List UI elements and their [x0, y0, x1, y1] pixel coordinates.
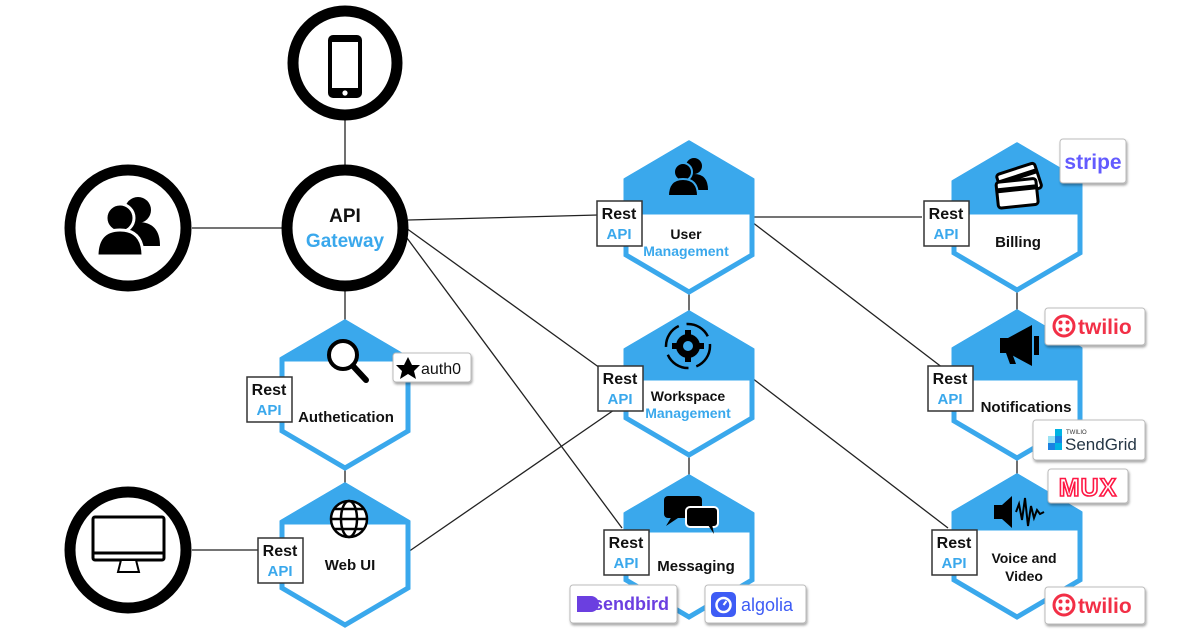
messaging-label: Messaging: [657, 558, 735, 575]
voice-video-label-1: Voice and: [991, 550, 1056, 566]
svg-text:API: API: [937, 391, 962, 408]
svg-text:SendGrid: SendGrid: [1065, 435, 1137, 454]
svg-text:twilio: twilio: [1078, 316, 1132, 339]
api-gateway-node: API Gateway: [281, 164, 409, 292]
chat-bubbles-icon: [664, 496, 719, 534]
sendgrid-mark-icon: [1048, 429, 1062, 450]
web-ui-label: Web UI: [325, 557, 376, 574]
mobile-phone-icon: [328, 35, 362, 98]
twilio-mark-icon: [1052, 593, 1076, 617]
line-gateway-workspace: [405, 227, 601, 369]
rest-api-badge-authentication: Rest API: [246, 376, 293, 423]
line-webui-workspace: [407, 409, 615, 553]
svg-text:Rest: Rest: [252, 382, 287, 399]
twilio-logo-voice: twilio: [1044, 586, 1146, 625]
megaphone-icon: [1000, 325, 1039, 366]
sendgrid-logo: TWILIO SendGrid: [1032, 419, 1146, 461]
billing-label: Billing: [995, 234, 1041, 251]
desktop-monitor-icon: [91, 515, 166, 573]
line-workspace-voice: [751, 377, 949, 529]
rest-api-badge-web-ui: Rest API: [257, 537, 304, 584]
svg-text:API: API: [613, 555, 638, 572]
workspace-management-label-1: Workspace: [651, 388, 726, 404]
svg-text:twilio: twilio: [1078, 595, 1132, 618]
voice-video-service: Voice and Video: [951, 473, 1083, 620]
workspace-management-label-2: Management: [645, 405, 731, 421]
globe-icon: [329, 499, 369, 539]
web-ui-service: Web UI: [279, 482, 411, 628]
algolia-logo: algolia: [704, 584, 807, 624]
svg-text:algolia: algolia: [741, 595, 794, 615]
workspace-management-service: Workspace Management: [623, 310, 755, 458]
sendbird-logo: sendbird: [569, 584, 678, 624]
svg-text:Rest: Rest: [609, 535, 644, 552]
svg-text:Rest: Rest: [263, 543, 298, 560]
svg-text:Rest: Rest: [937, 535, 972, 552]
users-icon: [95, 197, 160, 258]
rest-api-badge-voice-video: Rest API: [931, 529, 978, 576]
credit-cards-icon: [994, 161, 1043, 210]
authentication-service: Authetication: [279, 319, 411, 471]
rest-api-badge-billing: Rest API: [923, 200, 970, 247]
auth0-logo: auth0: [392, 352, 472, 383]
connector-lines: [192, 120, 1018, 553]
svg-text:Rest: Rest: [603, 371, 638, 388]
mux-logo: MUX: [1047, 468, 1129, 504]
twilio-mark-icon: [1052, 314, 1076, 338]
rest-api-badge-messaging: Rest API: [603, 529, 650, 576]
magnifier-icon: [327, 339, 369, 383]
stripe-logo: stripe: [1059, 138, 1127, 184]
svg-text:TWILIO: TWILIO: [1066, 430, 1087, 436]
svg-text:API: API: [267, 563, 292, 580]
svg-text:auth0: auth0: [421, 361, 461, 378]
notifications-label: Notifications: [981, 399, 1072, 416]
svg-text:API: API: [607, 391, 632, 408]
gear-cycle-icon: [664, 322, 712, 370]
user-management-service: User Management: [623, 140, 755, 295]
svg-text:MUX: MUX: [1059, 474, 1118, 502]
desktop-client-node: [64, 486, 192, 614]
svg-text:Rest: Rest: [929, 206, 964, 223]
voice-video-label-2: Video: [1005, 568, 1043, 584]
user-management-label-1: User: [670, 226, 702, 242]
svg-text:Rest: Rest: [602, 206, 637, 223]
messaging-service: Messaging: [623, 474, 755, 620]
algolia-mark-icon: [711, 592, 736, 617]
user-management-label-2: Management: [643, 243, 729, 259]
svg-text:API: API: [933, 226, 958, 243]
rest-api-badge-notifications: Rest API: [927, 365, 974, 412]
line-usermgmt-notifications: [751, 221, 944, 369]
twilio-logo-notifications: twilio: [1044, 307, 1146, 346]
users-client-node: [64, 164, 192, 292]
users-icon: [666, 158, 708, 197]
authentication-label: Authetication: [298, 409, 394, 426]
sendbird-mark-icon: [577, 596, 599, 612]
svg-text:sendbird: sendbird: [593, 594, 669, 614]
gateway-subtitle: Gateway: [306, 231, 385, 252]
line-gateway-usermgmt: [407, 214, 599, 221]
svg-text:API: API: [941, 555, 966, 572]
svg-text:API: API: [606, 226, 631, 243]
svg-text:Rest: Rest: [933, 371, 968, 388]
svg-text:API: API: [256, 402, 281, 419]
rest-api-badge-user-management: Rest API: [596, 200, 643, 247]
rest-api-badge-workspace: Rest API: [597, 365, 644, 412]
svg-text:stripe: stripe: [1064, 151, 1121, 174]
speaker-waveform-icon: [994, 496, 1045, 528]
mobile-client-node: [287, 5, 403, 121]
auth0-star-icon: [396, 357, 420, 379]
line-gateway-messaging: [403, 233, 623, 529]
gateway-title: API: [329, 206, 361, 227]
